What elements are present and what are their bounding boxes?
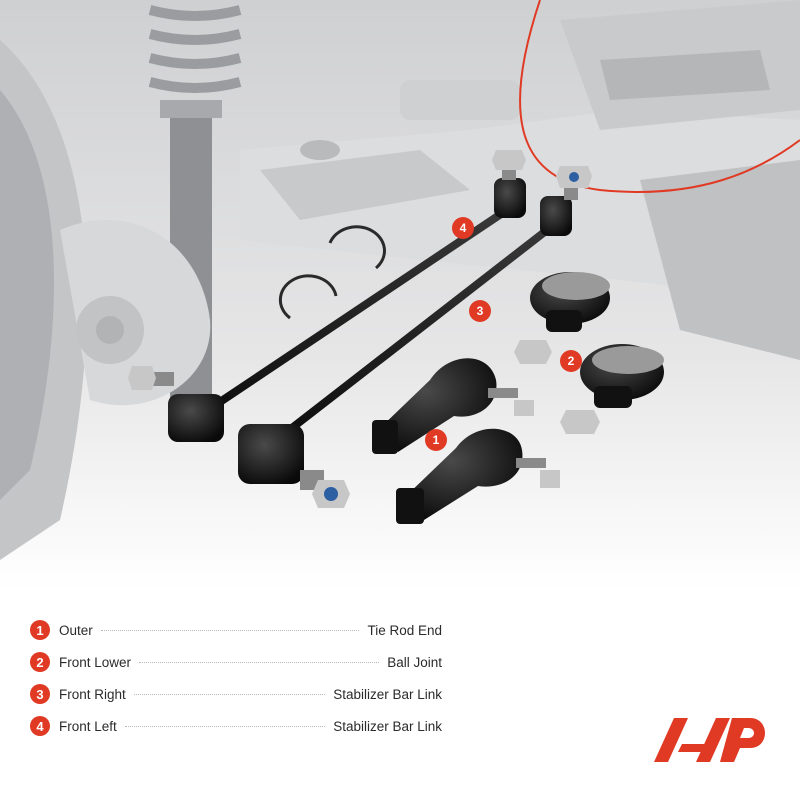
callout-number: 3: [477, 304, 484, 318]
legend-part-label: Stabilizer Bar Link: [333, 686, 442, 702]
legend-number-badge: 4: [30, 716, 50, 736]
legend-leader-line: [139, 661, 380, 663]
legend-row: 4 Front Left Stabilizer Bar Link: [30, 710, 442, 742]
legend-number-badge: 1: [30, 620, 50, 640]
legend-part-label: Stabilizer Bar Link: [333, 718, 442, 734]
ball-joint-front-lower: [514, 272, 664, 434]
legend-position-label: Front Left: [59, 718, 117, 734]
retaining-ring-icon: [278, 225, 386, 320]
legend-part-label: Tie Rod End: [367, 622, 442, 638]
legend-row: 2 Front Lower Ball Joint: [30, 646, 442, 678]
legend-position-label: Outer: [59, 622, 93, 638]
legend-part-label: Ball Joint: [387, 654, 442, 670]
legend-leader-line: [133, 693, 326, 695]
legend-position-label: Front Lower: [59, 654, 132, 670]
product-photo: 4 3 2 1: [0, 0, 800, 590]
callout-marker: [425, 217, 582, 451]
callout-number: 2: [568, 354, 575, 368]
legend-leader-line: [124, 725, 326, 727]
callout-number: 4: [460, 221, 467, 235]
legend-position-label: Front Right: [59, 686, 126, 702]
legend-row: 1 Outer Tie Rod End: [30, 614, 442, 646]
legend-leader-line: [100, 629, 360, 631]
stabilizer-link-front-left: [128, 150, 526, 442]
nut-icon: [492, 150, 526, 170]
brand-logo-icon: [654, 718, 765, 762]
legend-number-badge: 3: [30, 684, 50, 704]
callout-number: 1: [433, 433, 440, 447]
parts-legend: 1 Outer Tie Rod End 2 Front Lower Ball J…: [30, 614, 442, 742]
legend-row: 3 Front Right Stabilizer Bar Link: [30, 678, 442, 710]
legend-number-badge: 2: [30, 652, 50, 672]
tie-rod-end-outer: [372, 358, 560, 524]
stabilizer-link-front-right: [238, 166, 592, 508]
